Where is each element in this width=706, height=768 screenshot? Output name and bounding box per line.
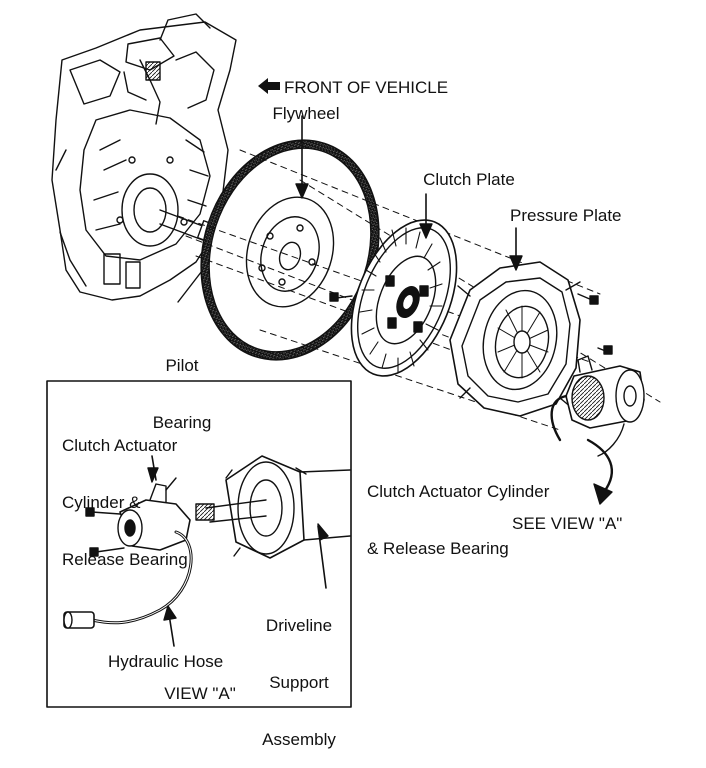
label-actuator-main-line1: Clutch Actuator Cylinder: [367, 482, 550, 501]
inset-driveline-support: [195, 455, 351, 589]
label-actuator-cylinder-main: Clutch Actuator Cylinder & Release Beari…: [367, 444, 549, 577]
label-driveline-support: Driveline Support Assembly: [248, 578, 350, 768]
bolt-icon: [329, 292, 353, 302]
label-actuator-main-line2: & Release Bearing: [367, 539, 509, 558]
label-driveline-line2: Support: [269, 673, 329, 692]
label-inset-actuator: Clutch Actuator Cylinder & Release Beari…: [62, 398, 188, 588]
pressure-plate: [449, 227, 581, 417]
clutch-actuator-cylinder: [550, 355, 645, 505]
label-driveline-line3: Assembly: [262, 730, 336, 749]
view-a-inset-frame: [46, 380, 352, 708]
left-arrow-icon: [258, 78, 280, 94]
engine-block: [51, 13, 237, 301]
label-inset-actuator-line1: Clutch Actuator: [62, 436, 178, 455]
label-see-view-a: SEE VIEW "A": [512, 514, 623, 533]
clutch-plate: [350, 193, 458, 377]
label-driveline-line1: Driveline: [265, 616, 333, 635]
label-pilot-line1: Pilot: [165, 356, 199, 375]
label-inset-actuator-line2: Cylinder &: [62, 493, 141, 512]
label-clutch-plate: Clutch Plate: [423, 170, 515, 189]
clutch-exploded-diagram: [46, 13, 661, 708]
label-view-a: VIEW "A": [164, 684, 236, 703]
inset-hydraulic-hose: [63, 530, 193, 647]
diagram-canvas: FRONT OF VEHICLE Flywheel Clutch Plate P…: [46, 13, 661, 749]
label-flywheel: Flywheel: [272, 104, 340, 123]
label-pressure-plate: Pressure Plate: [510, 206, 622, 225]
label-front-of-vehicle: FRONT OF VEHICLE: [284, 78, 449, 97]
label-hydraulic-hose: Hydraulic Hose: [108, 652, 224, 671]
label-inset-actuator-line3: Release Bearing: [62, 550, 188, 569]
inset-actuator-cylinder: [85, 455, 191, 557]
label-pilot-line2: Bearing: [152, 413, 212, 432]
label-pilot-bearing: Pilot Bearing: [132, 318, 232, 451]
